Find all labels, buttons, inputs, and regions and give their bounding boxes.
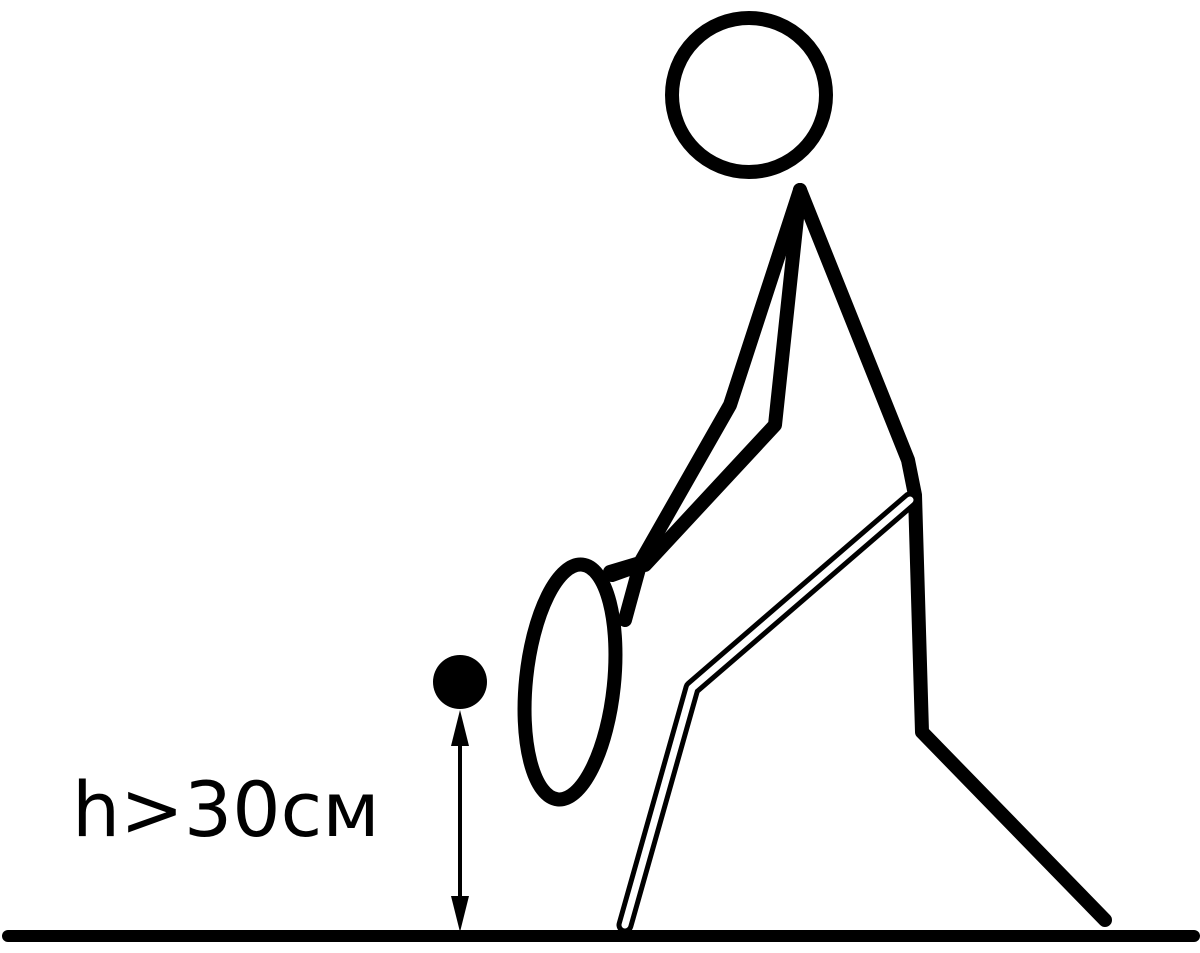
player-arm-inner (638, 183, 807, 572)
player-front-leg-inner (621, 496, 914, 929)
arrow-head-down (451, 896, 469, 932)
racket-handle (605, 558, 647, 627)
player-front-leg-outline (616, 491, 919, 934)
arrow-head-up (451, 710, 469, 746)
player-head (665, 11, 833, 179)
height-arrow (451, 710, 469, 932)
shuttlecock (433, 655, 487, 709)
height-label: h>30см (72, 765, 380, 854)
player-arm-outer (603, 183, 807, 579)
badminton-racket-head (517, 557, 623, 807)
